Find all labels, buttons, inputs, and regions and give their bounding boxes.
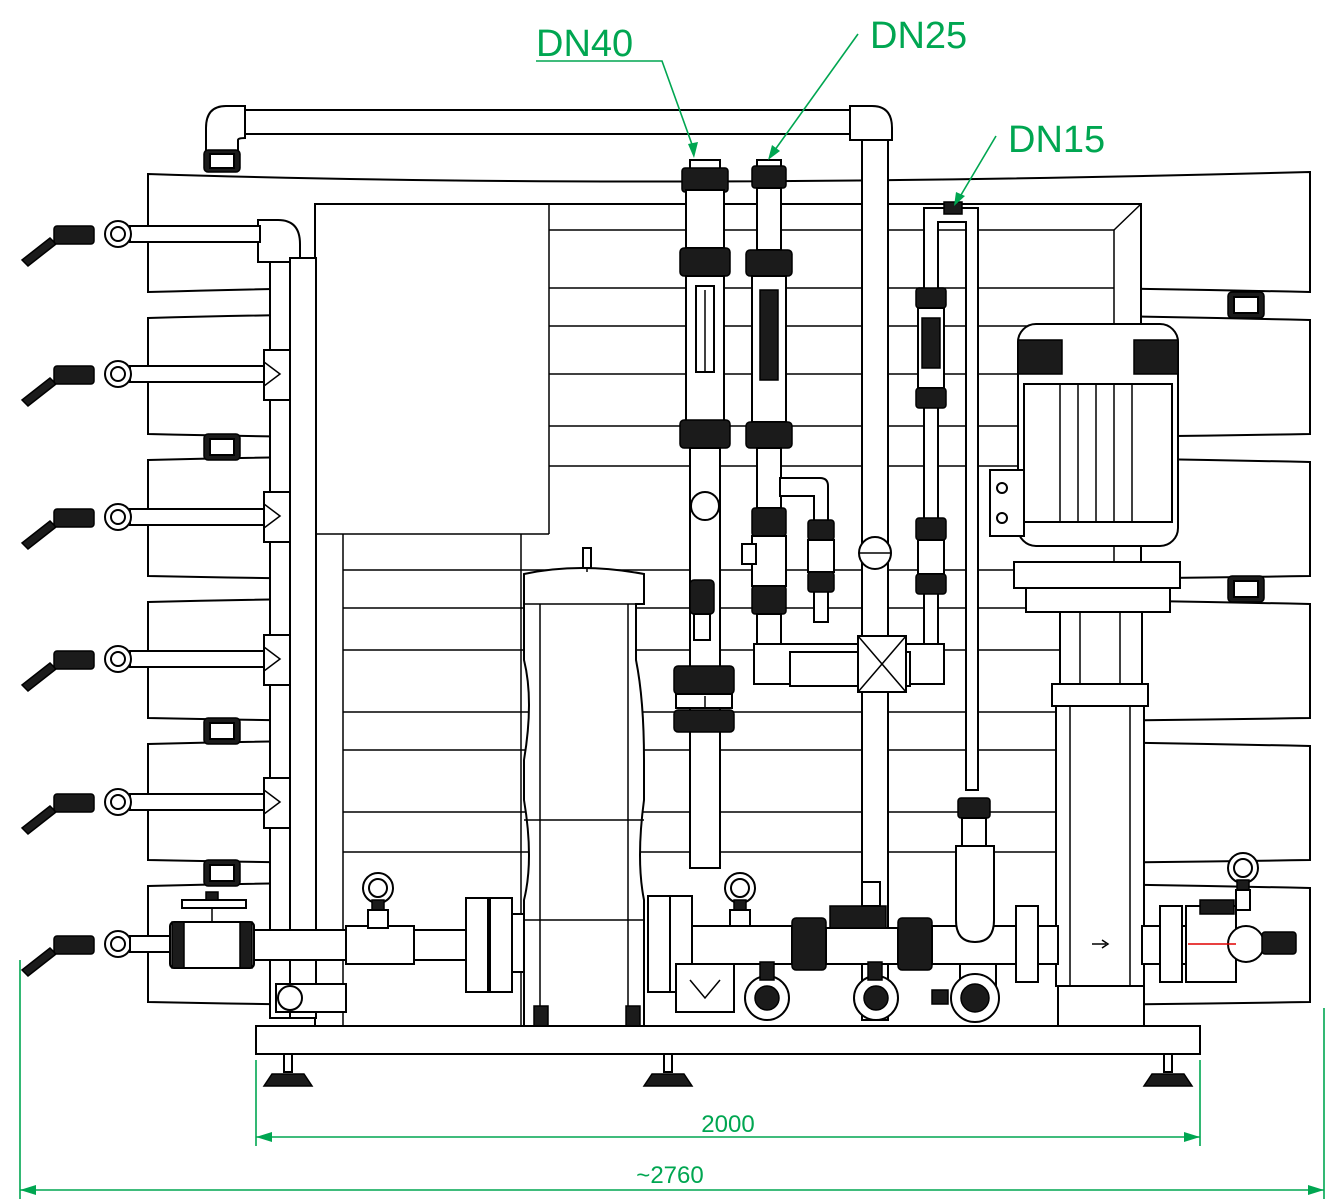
sample-tap-icon [20, 360, 132, 408]
sample-taps [20, 220, 132, 978]
flowmeter-dn40 [673, 159, 735, 869]
flow-arrow-icon [1092, 939, 1110, 949]
ball-valve-icon [931, 973, 1000, 1023]
ball-valve-icon [853, 961, 899, 1021]
pressure-gauge-icon [1227, 852, 1259, 911]
lower-piping [647, 797, 1039, 1013]
left-manifold [129, 219, 317, 1019]
top-pipe [203, 105, 893, 1021]
annotations: DN40 DN25 DN15 2000 ~2760 [19, 15, 1325, 1199]
ball-valve-icon [744, 961, 790, 1021]
sample-tap-icon [20, 788, 132, 836]
vessel-couplers [203, 291, 1265, 887]
discharge-line [1159, 899, 1297, 983]
label-dn15: DN15 [1008, 119, 1105, 161]
dimension-overall-width: ~2760 [636, 1162, 703, 1189]
back-panel [314, 203, 1142, 1027]
label-dn40: DN40 [536, 23, 633, 65]
sample-tap-icon [20, 645, 132, 693]
pressure-gauge-icon [724, 872, 756, 929]
flowmeter-dn25 [741, 159, 835, 645]
mixing-manifold [753, 635, 945, 693]
pressure-gauge-icon [362, 872, 394, 929]
pump-motor-icon [989, 323, 1181, 1027]
dimension-frame-width: 2000 [701, 1111, 754, 1138]
label-dn25: DN25 [870, 15, 967, 57]
cartridge-filter [523, 547, 645, 1027]
inlet-line [129, 891, 527, 1013]
sample-tap-icon [20, 930, 132, 978]
sample-tap-icon [20, 503, 132, 551]
base-frame [255, 1025, 1201, 1087]
sample-tap-icon [20, 220, 132, 268]
